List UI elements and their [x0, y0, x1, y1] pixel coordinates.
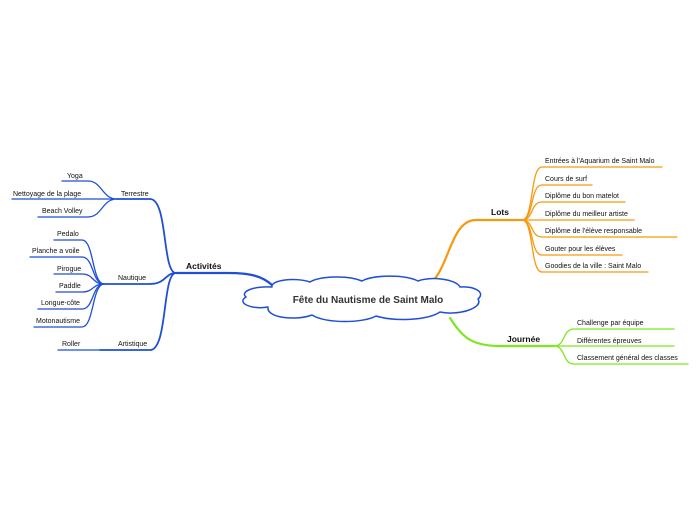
leaf-lots-meilleur-artiste[interactable]: Diplôme du meilleur artiste	[545, 211, 628, 218]
connector-root-journee	[448, 316, 556, 348]
main-topic-journee[interactable]: Journée	[507, 334, 540, 344]
leaf-lots-aquarium[interactable]: Entrées à l'Aquarium de Saint Malo	[545, 158, 655, 165]
leaf-roller[interactable]: Roller	[62, 341, 81, 348]
leaf-lots-gouter[interactable]: Gouter pour les élèves	[545, 246, 616, 253]
main-topic-lots[interactable]: Lots	[491, 207, 509, 217]
connector-root-lots	[431, 218, 524, 283]
leaf-lots-cours-surf[interactable]: Cours de surf	[545, 176, 587, 183]
connector-journee-item-3	[553, 345, 689, 365]
leaf-motonautisme[interactable]: Motonautisme	[36, 318, 80, 325]
leaf-pirogue[interactable]: Pirogue	[57, 266, 81, 273]
leaf-lots-eleve-responsable[interactable]: Diplôme de l'élève responsable	[545, 228, 642, 235]
connector-nautique-moto	[33, 283, 105, 328]
branch-activites: Activités Terrestre Nautique Artistique …	[11, 173, 274, 351]
leaf-nettoyage-plage[interactable]: Nettoyage de la plage	[13, 191, 81, 198]
branch-lots: Lots Entrées à l'Aquarium de Saint Malo …	[431, 158, 678, 283]
connector-root-activites	[174, 271, 274, 287]
leaf-longue-cote[interactable]: Longue-côte	[41, 300, 80, 307]
leaf-lots-goodies[interactable]: Goodies de la ville : Saint Malo	[545, 263, 641, 270]
branch-journee: Journée Challenge par équipe Différentes…	[448, 316, 689, 365]
leaf-paddle[interactable]: Paddle	[59, 283, 81, 290]
main-topic-activites[interactable]: Activités	[186, 261, 222, 271]
connector-lots-item-7	[521, 219, 649, 273]
leaf-beach-volley[interactable]: Beach Volley	[42, 208, 83, 215]
connector-activites-terrestre	[116, 198, 177, 274]
connector-activites-artistique	[99, 272, 177, 351]
leaf-pedalo[interactable]: Pedalo	[57, 231, 79, 238]
leaf-yoga[interactable]: Yoga	[67, 173, 83, 180]
leaf-lots-bon-matelot[interactable]: Diplôme du bon matelot	[545, 193, 619, 200]
connector-lots-item-2	[521, 184, 593, 221]
subtopic-terrestre[interactable]: Terrestre	[121, 191, 149, 198]
leaf-journee-epreuves[interactable]: Différentes épreuves	[577, 338, 642, 345]
connector-terrestre-beach	[37, 198, 118, 218]
leaf-journee-challenge[interactable]: Challenge par équipe	[577, 320, 644, 327]
central-topic[interactable]: Fête du Nautisme de Saint Malo	[242, 275, 482, 323]
leaf-journee-classement[interactable]: Classement général des classes	[577, 355, 678, 362]
subtopic-artistique[interactable]: Artistique	[118, 341, 147, 348]
central-topic-cloud	[242, 275, 482, 323]
subtopic-nautique[interactable]: Nautique	[118, 275, 146, 282]
leaf-planche-a-voile[interactable]: Planche a voile	[32, 248, 80, 255]
connector-nautique-pirogue	[53, 273, 105, 285]
central-topic-label: Fête du Nautisme de Saint Malo	[293, 295, 444, 306]
